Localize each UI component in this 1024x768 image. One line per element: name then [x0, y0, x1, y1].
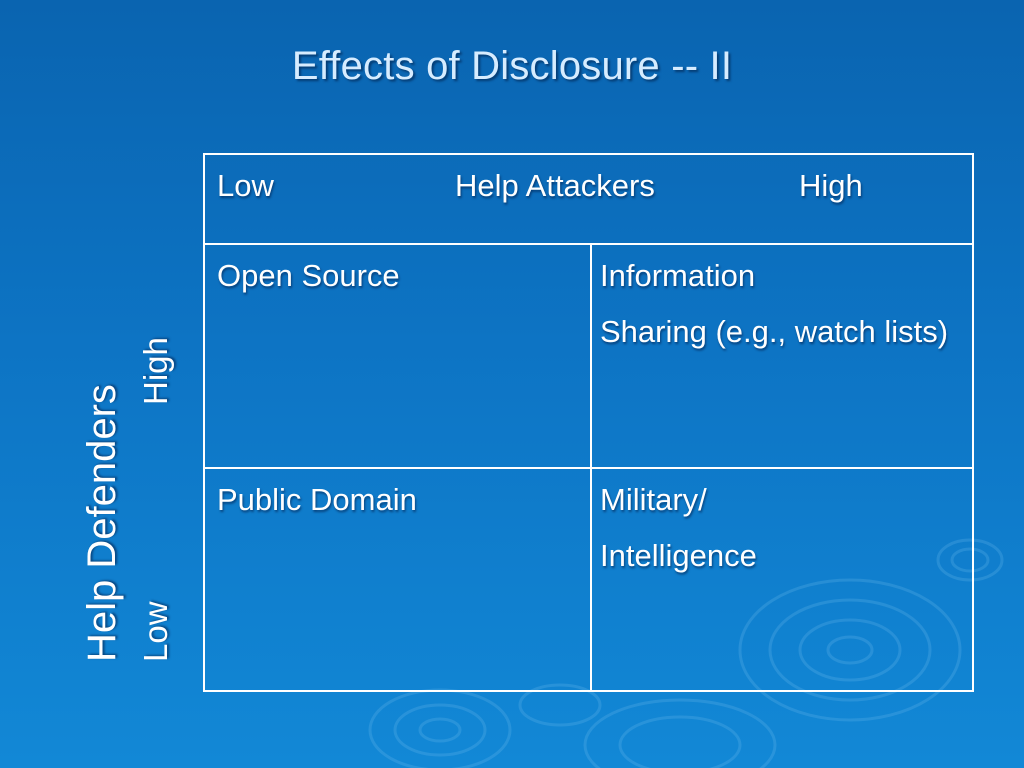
axis-label-attackers-low: Low [217, 168, 274, 203]
cell-military-intelligence-line1: Military/ [600, 482, 707, 517]
axis-label-defenders-low: Low [137, 601, 174, 662]
cell-open-source-text: Open Source [217, 258, 400, 293]
axis-label-attackers-high: High [799, 168, 863, 203]
cell-public-domain: Public Domain [217, 479, 577, 535]
cell-public-domain-text: Public Domain [217, 482, 417, 517]
cell-information-sharing-line2: Sharing (e.g., watch lists) [600, 314, 949, 349]
cell-information-sharing: Information Sharing (e.g., watch lists) [600, 255, 965, 367]
cell-military-intelligence-line2: Intelligence [600, 538, 757, 573]
slide-title: Effects of Disclosure -- II [291, 44, 733, 88]
row-divider [205, 467, 972, 469]
axis-label-help-defenders: Help Defenders [80, 384, 124, 662]
cell-information-sharing-line1: Information [600, 258, 756, 293]
axis-label-defenders-high: High [137, 337, 174, 405]
cell-open-source: Open Source [217, 255, 577, 311]
cell-military-intelligence: Military/ Intelligence [600, 479, 965, 591]
disclosure-matrix: Low Help Attackers High Open Source Info… [203, 153, 974, 692]
axis-label-help-attackers: Help Attackers [455, 168, 655, 203]
column-divider [590, 243, 592, 690]
header-divider [205, 243, 972, 245]
